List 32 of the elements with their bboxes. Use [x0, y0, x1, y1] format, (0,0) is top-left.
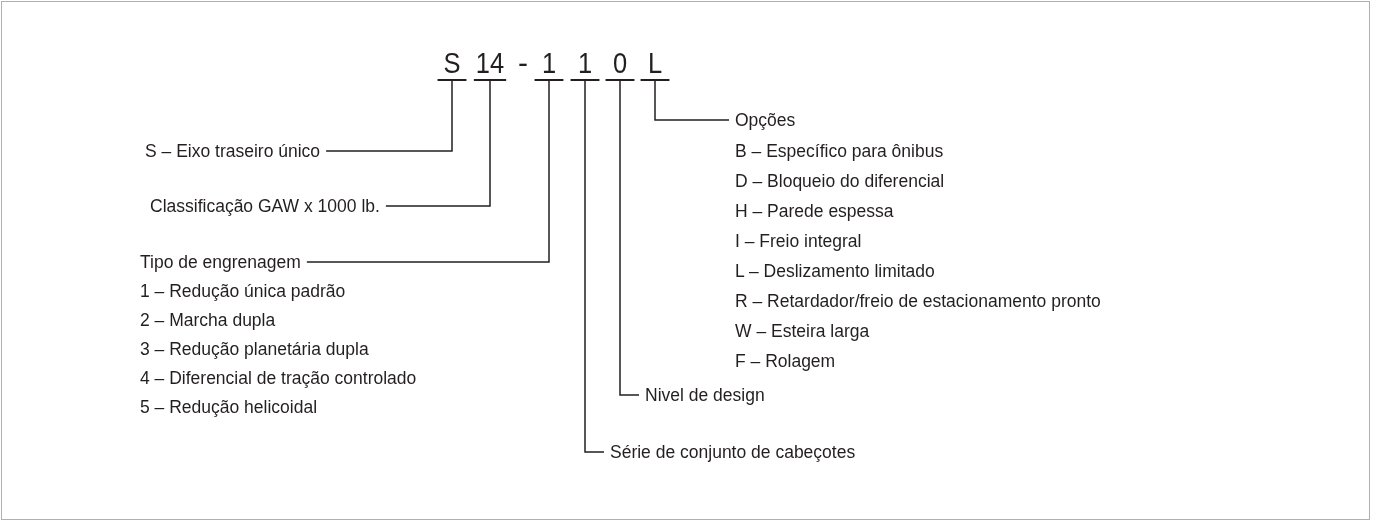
- option-text: 2 – Marcha dupla: [140, 309, 276, 331]
- code-character: S: [437, 47, 467, 81]
- description-text: Opções: [735, 109, 796, 131]
- code-character: 14: [473, 47, 507, 81]
- option-text: D – Bloqueio do diferencial: [735, 170, 945, 192]
- code-character: L: [640, 47, 670, 81]
- description-text: Série de conjunto de cabeçotes: [610, 441, 856, 463]
- option-text: L – Deslizamento limitado: [735, 260, 935, 282]
- description-text: Classificação GAW x 1000 lb.: [150, 195, 380, 217]
- option-text: H – Parede espessa: [735, 200, 894, 222]
- option-text: 5 – Redução helicoidal: [140, 396, 318, 418]
- option-text: R – Retardador/freio de estacionamento pronto: [735, 290, 1101, 312]
- option-text: W – Esteira larga: [735, 320, 870, 342]
- leader-line: [619, 80, 640, 396]
- code-character: 1: [570, 47, 600, 81]
- leader-line: [654, 80, 730, 121]
- code-character: 1: [534, 47, 564, 81]
- option-text: I – Freio integral: [735, 230, 862, 252]
- code-separator: -: [518, 47, 528, 79]
- leader-line: [385, 80, 491, 207]
- description-text: Nivel de design: [645, 384, 765, 406]
- option-text: 3 – Redução planetária dupla: [140, 338, 369, 360]
- leader-line: [325, 80, 453, 152]
- description-text: S – Eixo traseiro único: [145, 140, 321, 162]
- code-character: 0: [605, 47, 635, 81]
- leader-line: [306, 80, 550, 263]
- leader-line: [584, 80, 605, 453]
- description-text: Tipo de engrenagem: [140, 251, 301, 273]
- option-text: 1 – Redução única padrão: [140, 280, 346, 302]
- option-text: F – Rolagem: [735, 350, 836, 372]
- option-text: B – Específico para ônibus: [735, 140, 944, 162]
- option-text: 4 – Diferencial de tração controlado: [140, 367, 417, 389]
